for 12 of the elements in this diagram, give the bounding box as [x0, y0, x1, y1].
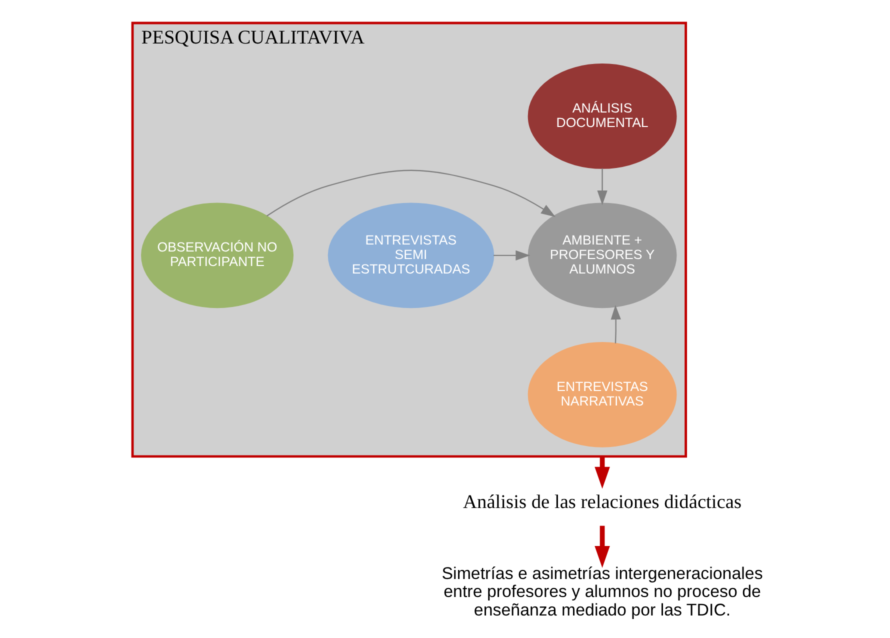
arrow: [493, 250, 530, 261]
node-ellipse: ANÁLISIS DOCUMENTAL: [527, 64, 676, 169]
node-text: Análisis de las relaciones didácticas: [462, 492, 742, 514]
node-ellipse: ENTREVISTAS SEMI ESTRUTCURADAS: [327, 202, 494, 308]
arrow: [596, 168, 607, 206]
arrow: [266, 170, 556, 218]
arrow: [594, 526, 610, 568]
arrow: [594, 456, 610, 489]
node-text: Simetrías e asimetrías intergeneracionales entre profesores y alumnos no proceso de enseñanza mediado por las TDIC.: [441, 564, 762, 620]
node-ellipse: OBSERVACIÓN NO PARTICIPANTE: [140, 202, 294, 308]
node-ellipse: ENTREVISTAS NARRATIVAS: [527, 342, 676, 448]
arrow: [610, 304, 620, 344]
